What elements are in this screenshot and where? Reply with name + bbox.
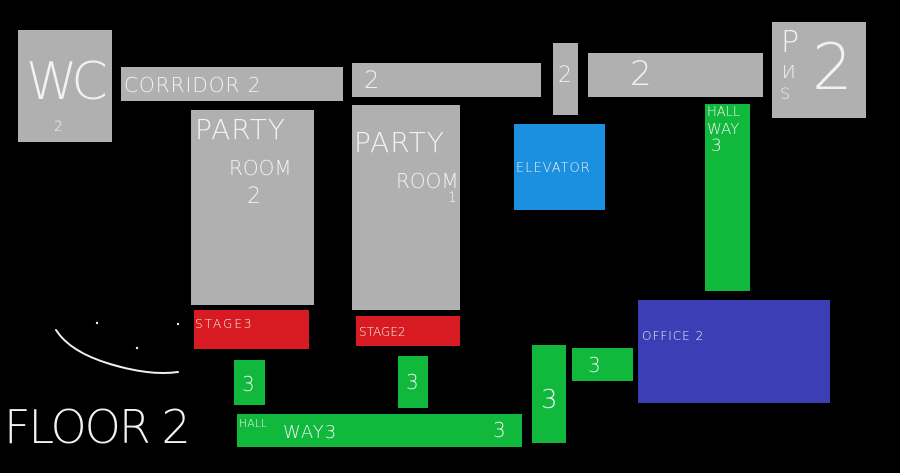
corridor-segment-a: 2 [352, 63, 541, 97]
elevator-label: ELEVATOR [516, 161, 591, 176]
party-room-1-line3: 1 [448, 190, 457, 206]
pns-letter-s: S [780, 84, 791, 103]
corridor-segment-c: 2 [588, 53, 763, 97]
party-room-2-line1: PARTY [195, 113, 286, 146]
stage-3-label: STAGE3 [195, 317, 254, 331]
room-pns-2: P И S 2 [772, 22, 866, 118]
party-room-2: PARTY ROOM 2 [191, 110, 314, 305]
stage-2-label: STAGE2 [359, 325, 406, 339]
hall-link-c-label: 3 [541, 385, 558, 415]
corridor-segment-c-label: 2 [630, 54, 652, 94]
stage-3: STAGE3 [194, 310, 309, 349]
hallway-3-bottom: HALL WAY3 3 [237, 414, 522, 447]
hall-link-a-label: 3 [242, 372, 255, 396]
stage-2: STAGE2 [356, 316, 460, 346]
hall-link-c: 3 [532, 345, 566, 443]
party-room-1-line2: ROOM [396, 169, 459, 193]
corridor-label: CORRIDOR 2 [124, 73, 262, 97]
scribble-curve [55, 329, 179, 374]
pns-letter-n: И [782, 62, 796, 83]
elevator: ELEVATOR [514, 124, 605, 210]
scribble-dot [135, 346, 139, 350]
hallway-bottom-suffix: WAY3 [283, 422, 338, 443]
hallway-right-line2: WAY [707, 120, 740, 138]
scribble-dot [95, 321, 99, 325]
hall-link-d: 3 [572, 348, 633, 381]
hallway-right-line3: 3 [711, 136, 722, 156]
hallway-bottom-prefix: HALL [239, 417, 268, 430]
corridor-segment-a-label: 2 [364, 66, 380, 94]
floor-title: FLOOR 2 [4, 400, 191, 454]
hall-link-a: 3 [234, 360, 265, 405]
hall-link-b: 3 [398, 356, 428, 408]
party-room-2-line3: 2 [247, 184, 261, 209]
hallway-bottom-end: 3 [493, 418, 506, 442]
office-2: OFFICE 2 [638, 300, 830, 403]
hallway-3-right: HALL WAY 3 [705, 104, 750, 291]
scribble-dot [176, 322, 180, 326]
party-room-2-line2: ROOM [229, 156, 292, 180]
hallway-right-line1: HALL [707, 105, 741, 120]
wc-label: WC [26, 52, 108, 112]
wc-number: 2 [54, 119, 63, 135]
pns-letter-p: P [781, 25, 800, 60]
party-room-1: PARTY ROOM 1 [352, 105, 460, 310]
corridor-segment-b: 2 [553, 43, 578, 115]
corridor-segment-b-label: 2 [558, 63, 572, 88]
office-2-label: OFFICE 2 [642, 329, 705, 343]
hall-link-d-label: 3 [588, 353, 601, 377]
pns-number: 2 [812, 31, 853, 105]
hall-link-b-label: 3 [406, 370, 419, 394]
corridor-2: CORRIDOR 2 [121, 67, 343, 101]
party-room-1-line1: PARTY [354, 126, 445, 159]
room-wc: WC 2 [18, 30, 112, 142]
